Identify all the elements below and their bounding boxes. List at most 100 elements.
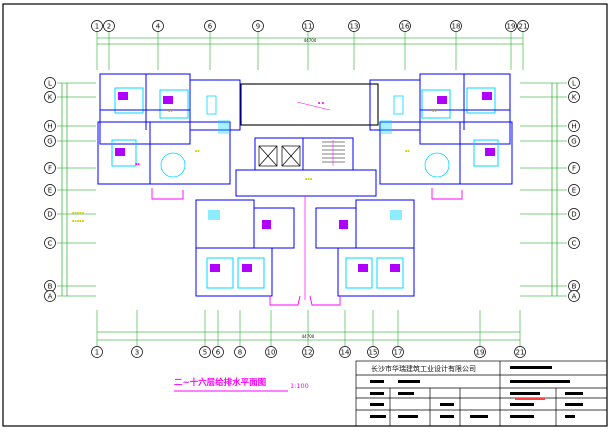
drawing-scale: 1:100	[290, 382, 309, 390]
left-side-note: ▪▪▪▪▪	[72, 211, 85, 215]
top-axis-bubble-circle	[152, 20, 164, 32]
right-axis-bubble-circle	[568, 91, 580, 103]
roof-opening-pipe	[296, 101, 331, 111]
bottom-axis-bubble-circle	[199, 346, 211, 358]
right-axis-bubble-circle	[568, 120, 580, 132]
bottom-axis-bubble-label: 21	[516, 348, 525, 356]
lower-left-tower	[195, 199, 295, 297]
lower-right-fixtures	[339, 210, 402, 272]
left-axis-bubble-label: G	[47, 137, 52, 145]
right-axis-bubble-label: E	[572, 186, 576, 194]
top-axis-bubble-circle	[450, 20, 462, 32]
right-axis-bubble-label: G	[571, 137, 576, 145]
right-axis-bubble-circle	[568, 135, 580, 147]
title-block-company: 长沙市华瑞建筑工业设计有限公司	[371, 364, 476, 373]
top-axis-bubble-circle	[252, 20, 264, 32]
lower-left-pipe	[269, 295, 301, 306]
bottom-axis-bubble-circle	[131, 346, 143, 358]
top-axis-bubble-circle	[103, 20, 115, 32]
bottom-axis-bubble-circle	[367, 346, 379, 358]
bottom-axis-bubble-circle	[212, 346, 224, 358]
top-axis-bubble-label: 9	[256, 22, 260, 30]
right-upper-wing	[369, 73, 513, 185]
top-axis-bubble-circle	[91, 20, 103, 32]
right-axis-bubble-label: B	[572, 282, 577, 290]
right-axis-bubble-label: L	[572, 79, 576, 87]
building-plan: ▪ ▪ ▪▪ ▪▪ ▪▪ ▪▪▪▪▪ ▪▪▪▪▪	[72, 73, 513, 306]
left-axis-bubble-circle	[44, 237, 56, 249]
top-axis-bubble-circle	[348, 20, 360, 32]
central-core	[235, 137, 377, 197]
left-axis-bubble-label: K	[48, 93, 53, 101]
top-overall-dimension: 44700	[304, 38, 317, 43]
left-axis-bubble-label: B	[48, 282, 53, 290]
right-drain-pipe	[431, 188, 463, 200]
top-axis-bubble-circle	[399, 20, 411, 32]
top-axis-bubble-circle	[505, 20, 517, 32]
left-axis-bubble-label: E	[48, 186, 52, 194]
bottom-axis-bubble-label: 17	[394, 348, 403, 356]
bottom-axis-bubble-circle	[302, 346, 314, 358]
left-axis-bubble-circle	[44, 184, 56, 196]
top-axis-bubble-label: 11	[304, 22, 313, 30]
right-axis-bubble-circle	[568, 77, 580, 89]
top-axis-bubble-label: 13	[350, 22, 359, 30]
bottom-axis-bubble-label: 10	[267, 348, 276, 356]
title-block-red-mark	[515, 398, 545, 400]
bottom-overall-dimension: 44700	[302, 334, 315, 339]
core-note: ▪▪▪	[305, 177, 313, 181]
bottom-axis-bubble-label: 3	[135, 348, 139, 356]
bottom-axis-bubble-label: 1	[95, 348, 99, 356]
bottom-axis-bubble-circle	[91, 346, 103, 358]
bottom-axis-bubble-circle	[339, 346, 351, 358]
top-axis-bubble-label: 6	[208, 22, 213, 30]
top-axis-bubble-circle	[302, 20, 314, 32]
left-axis-bubble-label: F	[48, 164, 52, 172]
title-block	[355, 360, 608, 427]
left-axis-bubble-label: A	[48, 292, 53, 300]
left-room-note-1: ▪▪	[168, 109, 173, 113]
left-axis-bubble-label: L	[48, 79, 52, 87]
lower-left-fixtures	[208, 210, 271, 272]
bottom-axis-bubble-circle	[514, 346, 526, 358]
left-drain-pipe	[151, 188, 184, 200]
right-axis-bubble-circle	[568, 208, 580, 220]
bottom-axis-bubble-circle	[474, 346, 486, 358]
top-axis-bubble-label: 16	[401, 22, 410, 30]
bottom-axis-bubble-label: 12	[304, 348, 313, 356]
left-axis-bubble-label: C	[48, 239, 53, 247]
right-upper-fixtures	[380, 92, 495, 178]
right-axis-bubble-label: F	[572, 164, 576, 172]
top-axis-bubble-label: 1	[95, 22, 99, 30]
right-room-note-2: ▪▪	[405, 149, 410, 153]
bottom-axis-bubble-circle	[265, 346, 277, 358]
top-axis-bubble-label: 2	[107, 22, 111, 30]
right-axis-bubble-label: A	[572, 292, 577, 300]
drawing-title: 二~十六层给排水平面图	[174, 377, 266, 388]
lower-right-pipe	[309, 295, 341, 306]
bottom-axis-bubble-label: 14	[341, 348, 350, 356]
top-axis-bubble-label: 4	[156, 22, 161, 30]
top-axis-bubble-label: 18	[452, 22, 461, 30]
left-axis-bubble-circle	[44, 120, 56, 132]
left-upper-wing	[97, 73, 241, 185]
top-axis-bubble-label: 21	[519, 22, 528, 30]
left-side-note-2: ▪▪▪▪▪	[72, 219, 85, 223]
bottom-axis-bubble-label: 6	[216, 348, 221, 356]
stair	[322, 140, 345, 166]
left-room-note-2: ▪▪	[195, 149, 200, 153]
left-axis-bubble-label: H	[47, 122, 52, 130]
left-axis-bubble-circle	[44, 77, 56, 89]
roof-opening	[240, 83, 379, 126]
left-axis-bubble-circle	[44, 135, 56, 147]
left-axis-bubble-circle	[44, 91, 56, 103]
bottom-axis-bubble-label: 8	[238, 348, 242, 356]
right-room-note-1: ▪▪	[432, 109, 437, 113]
right-axis-bubble-label: H	[571, 122, 576, 130]
lower-right-tower	[315, 199, 415, 297]
top-axis-bubble-circle	[204, 20, 216, 32]
bottom-axis-bubble-circle	[234, 346, 246, 358]
bottom-axis-bubble-label: 5	[203, 348, 207, 356]
